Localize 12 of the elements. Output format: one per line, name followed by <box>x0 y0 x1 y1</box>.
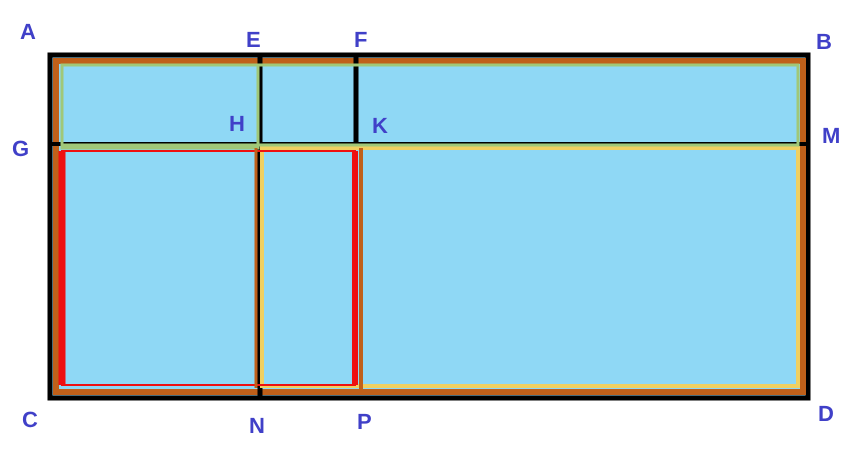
point-label: H <box>229 112 245 136</box>
point-label: K <box>372 114 388 138</box>
point-label: D <box>818 402 834 426</box>
point-label: E <box>246 28 261 52</box>
point-label: A <box>20 20 36 44</box>
point-label: G <box>12 137 30 161</box>
point-label: P <box>357 410 372 434</box>
point-label: B <box>816 30 832 54</box>
point-label: F <box>354 28 368 52</box>
point-label: N <box>249 414 265 438</box>
point-label: C <box>22 408 38 432</box>
point-label: M <box>822 124 840 148</box>
